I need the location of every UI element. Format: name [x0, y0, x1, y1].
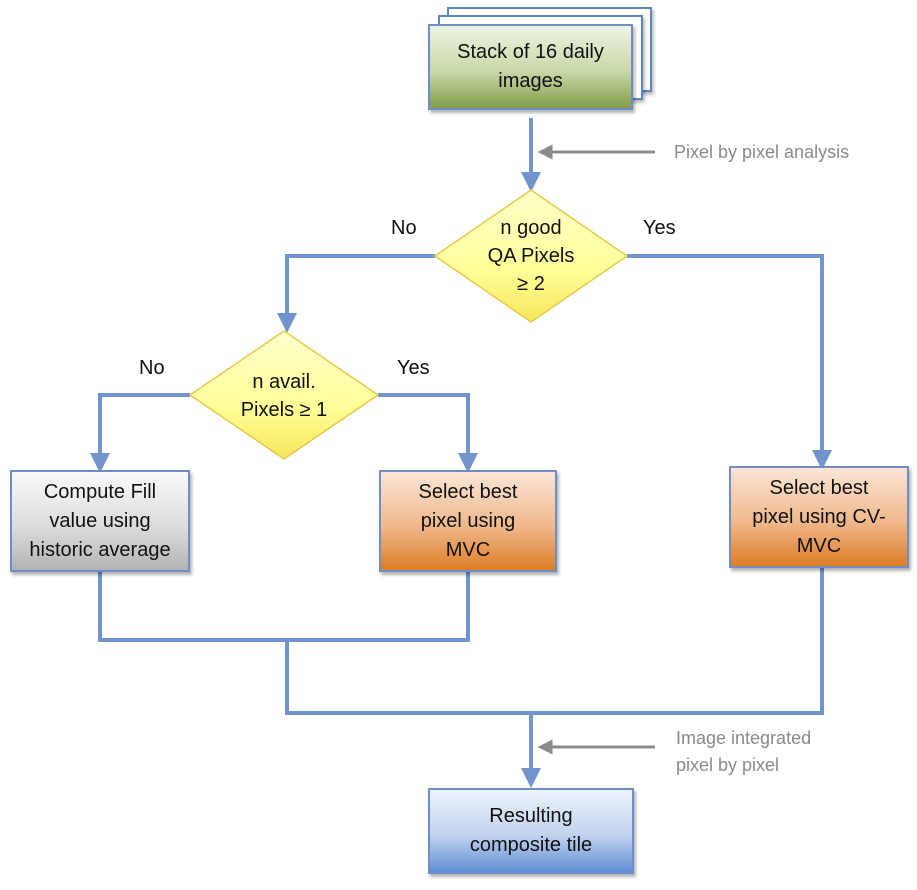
- select-mvc-line3: MVC: [445, 538, 491, 561]
- decision-avail-text: n avail. Pixels ≥ 1: [214, 366, 354, 426]
- annotation-pixel-analysis-text: Pixel by pixel analysis: [674, 142, 850, 162]
- connector-avail-no: [90, 393, 190, 473]
- compute-fill-box: Compute Fill value using historic averag…: [10, 470, 190, 572]
- decision-diamond-qa: [433, 189, 629, 323]
- select-cvmvc-line3: MVC: [796, 534, 842, 557]
- annotation-pixel-analysis: Pixel by pixel analysis: [674, 139, 849, 166]
- resulting-composite-box: Resulting composite tile: [428, 788, 634, 874]
- connector-merge-down: [285, 568, 824, 715]
- select-mvc-line1: Select best: [418, 480, 518, 503]
- annotation-image-integrated: Image integrated pixel by pixel: [676, 725, 811, 779]
- result-line1: Resulting: [489, 805, 573, 827]
- qa-text-line2: QA Pixels: [487, 245, 575, 267]
- avail-text-line2: Pixels ≥ 1: [240, 399, 328, 421]
- connector-qa-yes: [627, 254, 832, 470]
- compute-fill-line2: value using: [49, 509, 151, 532]
- decision-qa-text: n good QA Pixels ≥ 2: [455, 212, 607, 300]
- qa-text-line3: ≥ 2: [517, 273, 545, 295]
- compute-fill-line3: historic average: [29, 538, 171, 561]
- connector-qa-no: [277, 254, 435, 333]
- annotation-integrated-line1: Image integrated: [676, 728, 812, 748]
- decision-diamond-avail: [188, 330, 380, 460]
- annotation-integrated-line2: pixel by pixel: [676, 755, 780, 775]
- select-mvc-box: Select best pixel using MVC: [379, 470, 557, 572]
- result-line2: composite tile: [469, 834, 593, 856]
- select-cvmvc-line2: pixel using CV-: [752, 505, 886, 528]
- compute-fill-line1: Compute Fill: [43, 480, 157, 503]
- select-cvmvc-line1: Select best: [769, 476, 869, 499]
- stack-text-line1: Stack of 16 daily: [457, 41, 604, 63]
- branch-label-avail-no: No: [139, 357, 165, 379]
- qa-text-line1: n good: [500, 217, 562, 239]
- avail-text-line1: n avail.: [252, 371, 316, 393]
- stack-of-images-box: Stack of 16 daily images: [428, 24, 633, 110]
- select-cvmvc-box: Select best pixel using CV- MVC: [729, 466, 909, 568]
- branch-label-qa-yes: Yes: [643, 217, 676, 239]
- select-mvc-line2: pixel using: [420, 509, 516, 532]
- connector-fill-merge: [98, 572, 470, 642]
- branch-label-avail-yes: Yes: [397, 357, 430, 379]
- connector-avail-yes: [378, 393, 478, 473]
- branch-label-qa-no: No: [391, 217, 417, 239]
- stack-text-line2: images: [498, 70, 563, 92]
